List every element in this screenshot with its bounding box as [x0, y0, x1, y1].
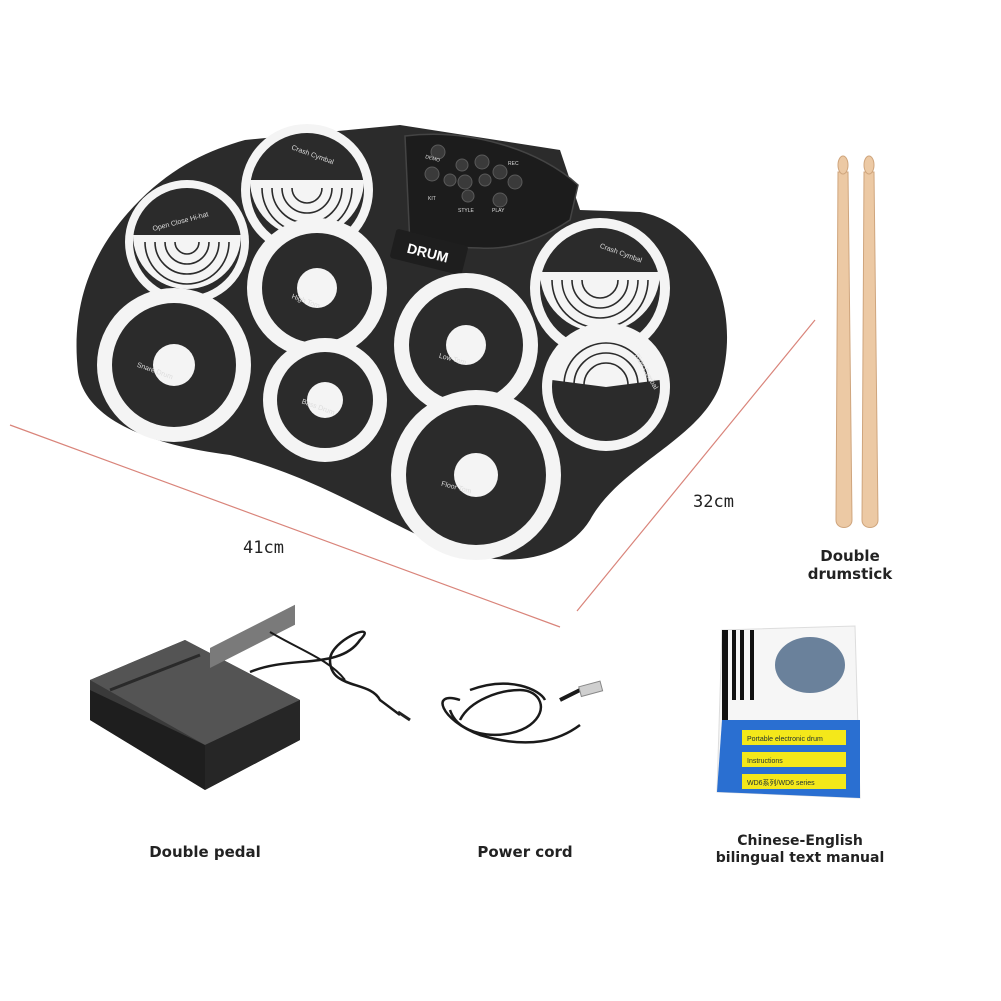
pad-crash-cymbal-right[interactable]: Crash Cymbal: [530, 218, 670, 358]
control-panel: [404, 133, 579, 249]
manual-line-3: WD6系列/WD6 series: [747, 778, 815, 787]
manual-book: [716, 625, 861, 799]
pad-low-tom[interactable]: Low Tom: [394, 273, 538, 417]
button-right[interactable]: [478, 173, 492, 187]
pad-floor-tom[interactable]: Floor Tom: [391, 390, 561, 560]
button-demo[interactable]: [430, 144, 446, 160]
button-center[interactable]: [457, 174, 473, 190]
drumstick-label: Double drumstick: [807, 547, 893, 583]
width-dimension-label: 41cm: [243, 538, 284, 558]
button-label-play: PLAY: [492, 208, 505, 214]
width-dimension-line: [9, 424, 561, 628]
pad-ride-cymbal[interactable]: Ride Cymbal: [542, 323, 670, 451]
button-play[interactable]: [492, 192, 508, 208]
manual-line-2: Instructions: [747, 758, 783, 765]
pad-open-close-hihat[interactable]: Open Close Hi-hat: [125, 180, 249, 304]
pad-bass-drum[interactable]: Bass Drum: [263, 338, 387, 462]
button-label-demo: DEMO: [424, 154, 440, 164]
pedal-label: Double pedal: [149, 843, 261, 861]
double-pedal: [90, 604, 411, 790]
brand-plate: [390, 229, 468, 275]
power-cord: [441, 680, 604, 744]
drumstick-left: [835, 171, 853, 528]
depth-dimension-line: [576, 319, 816, 612]
pad-high-tom[interactable]: High Tom: [247, 218, 387, 358]
button-kit[interactable]: [424, 166, 440, 182]
drumsticks: [835, 155, 879, 528]
power-cord-label: Power cord: [477, 843, 573, 861]
button-t-plus[interactable]: [474, 154, 490, 170]
drumstick-right: [861, 171, 879, 528]
control-buttons: [424, 144, 523, 208]
button-left[interactable]: [443, 173, 457, 187]
pad-snare-drum[interactable]: Snare Drum: [97, 288, 251, 442]
button-down[interactable]: [461, 189, 475, 203]
button-t-minus[interactable]: [492, 164, 508, 180]
button-label-style: STYLE: [458, 208, 475, 214]
depth-dimension-label: 32cm: [693, 492, 734, 512]
button-up[interactable]: [455, 158, 469, 172]
button-rec[interactable]: [507, 174, 523, 190]
manual-label: Chinese-English bilingual text manual: [715, 833, 885, 866]
button-label-rec: REC: [508, 161, 519, 167]
button-label-kit: KIT: [428, 196, 436, 202]
manual-line-1: Portable electronic drum: [747, 736, 823, 743]
